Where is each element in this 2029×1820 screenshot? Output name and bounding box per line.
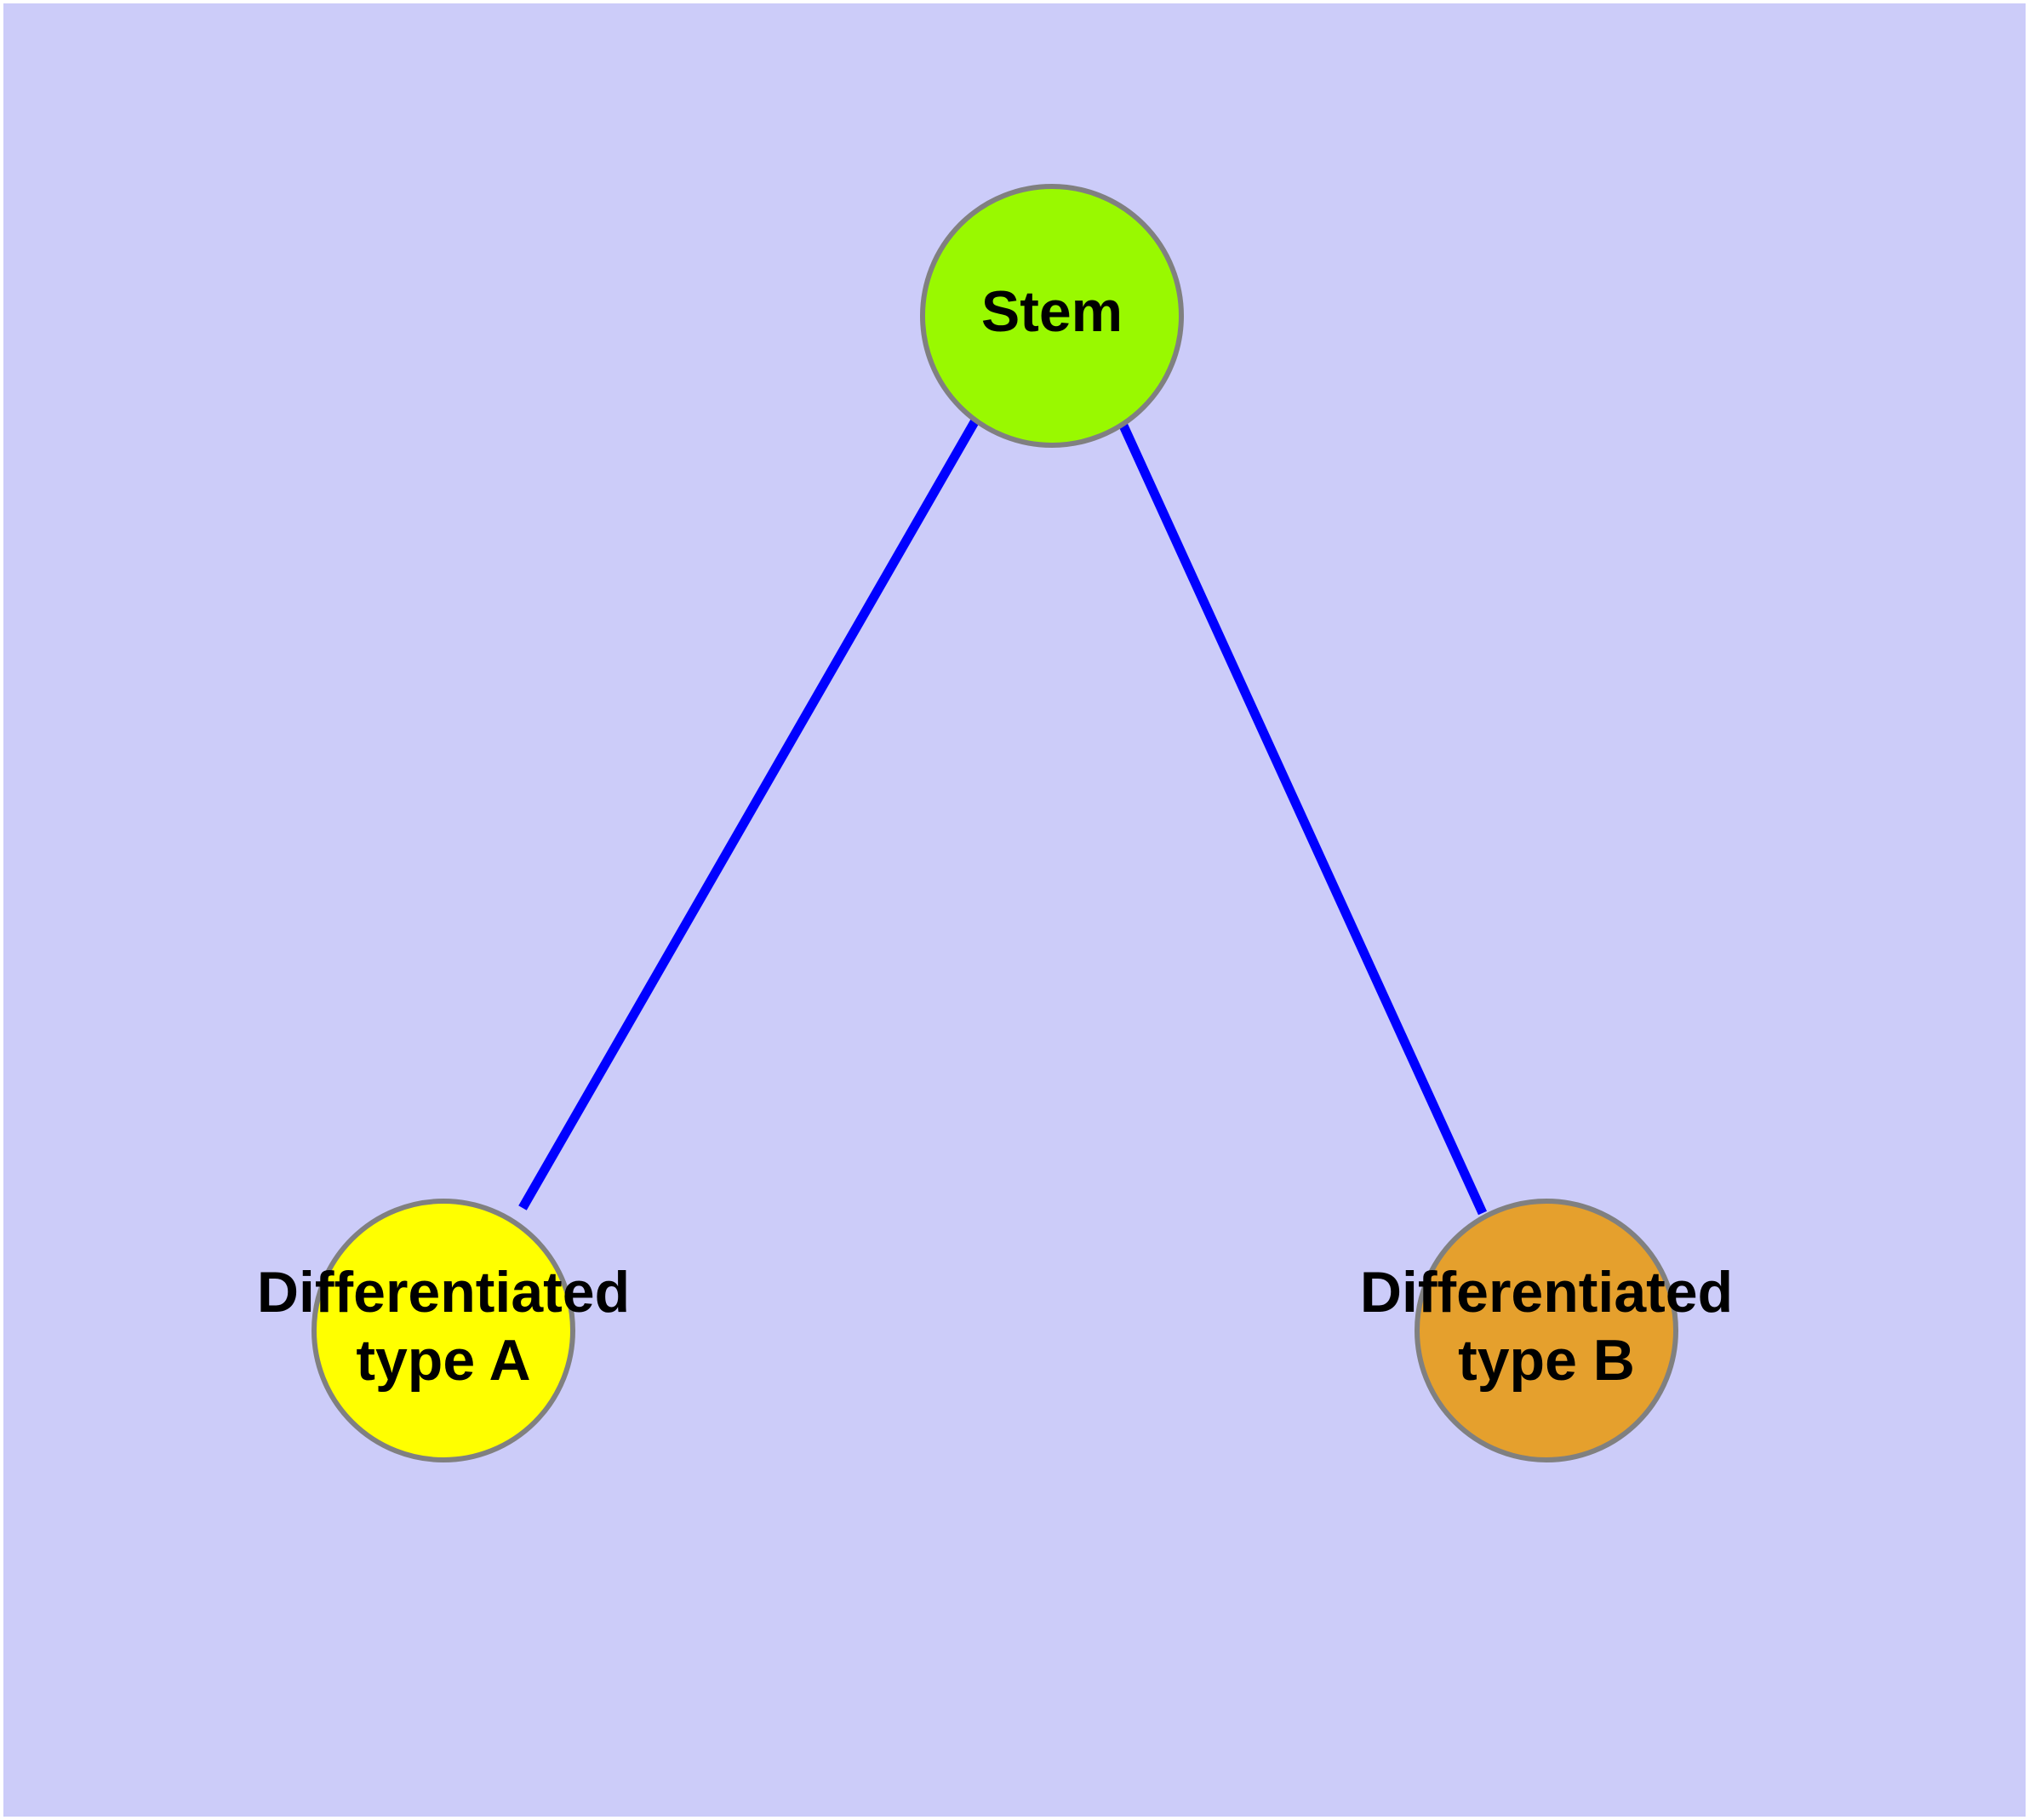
node-differentiated-type-a-label-line2: type A [356,1328,530,1393]
node-differentiated-type-b-circle[interactable] [1415,1199,1678,1462]
labels-layer: Stem Differentiated type A Differentiate… [257,279,1733,1393]
node-stem[interactable] [920,184,1184,448]
edges-layer [518,418,1488,1216]
edge-stem-to-type-a[interactable] [518,418,980,1210]
nodes-layer [311,184,1678,1462]
node-differentiated-type-a[interactable] [311,1199,575,1462]
edge-stem-to-type-b[interactable] [1118,423,1488,1216]
node-differentiated-type-b-label-line2: type B [1458,1328,1635,1393]
node-differentiated-type-b[interactable] [1415,1199,1678,1462]
node-stem-label-line1: Stem [981,279,1123,344]
node-differentiated-type-a-circle[interactable] [311,1199,575,1462]
node-differentiated-type-b-label-line1: Differentiated [1360,1260,1733,1325]
node-stem-circle[interactable] [920,184,1184,448]
node-differentiated-type-a-label-line1: Differentiated [257,1260,630,1325]
